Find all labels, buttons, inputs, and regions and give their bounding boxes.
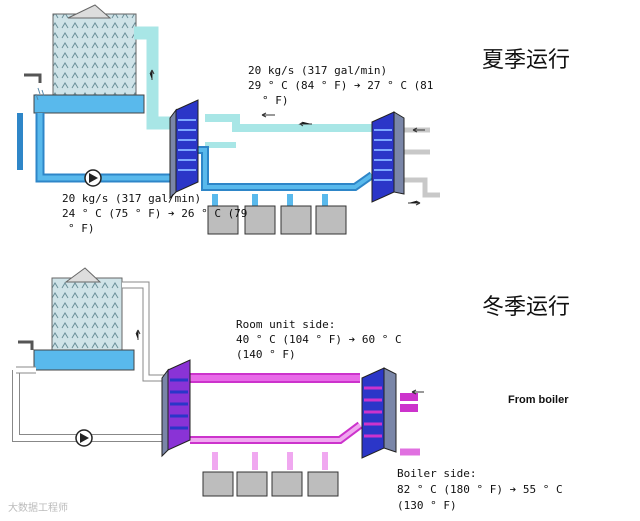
winter-section: 冬季运行 Room unit side: 40 ° C (104 ° F) ➔ …: [12, 267, 570, 512]
winter-room-side-line3: (140 ° F): [236, 348, 296, 361]
winter-boiler-side-line2: 82 ° C (180 ° F) ➔ 55 ° C: [397, 483, 563, 496]
summer-bottom-flow-line1: 20 kg/s (317 gal/min): [62, 192, 201, 205]
summer-section: 夏季运行 20 kg/s (317 gal/min) 29 ° C (84 ° …: [17, 4, 570, 235]
flow-arrow-icon: [412, 127, 425, 133]
winter-boiler-side-line3: (130 ° F): [397, 499, 457, 512]
summer-top-flow-line3: ° F): [262, 94, 289, 107]
heat-exchanger-winter-left: [161, 359, 191, 458]
watermark: 大数据工程师: [8, 501, 68, 514]
from-boiler-label: From boiler: [508, 394, 569, 406]
faucet-icon: [24, 73, 42, 83]
flow-arrow-icon: [408, 200, 421, 206]
faucet-icon: [18, 340, 34, 350]
hot-water-loop-winter: [190, 373, 420, 470]
heat-exchanger-winter-right: [361, 367, 397, 459]
summer-bottom-flow-line2: 24 ° C (75 ° F) ➔ 26 ° C (79: [62, 207, 247, 220]
winter-title: 冬季运行: [482, 295, 570, 320]
winter-room-side-line2: 40 ° C (104 ° F) ➔ 60 ° C: [236, 333, 402, 346]
summer-top-flow-line1: 20 kg/s (317 gal/min): [248, 64, 387, 77]
heat-exchanger-summer-left: [169, 99, 199, 200]
summer-title: 夏季运行: [482, 48, 570, 73]
cooling-tower-summer: [24, 4, 145, 114]
winter-boiler-side-line1: Boiler side:: [397, 467, 476, 480]
flow-arrow-icon: [149, 69, 155, 80]
flow-arrow-icon: [135, 329, 141, 340]
room-units-summer: [207, 205, 347, 235]
flow-arrow-icon: [298, 121, 312, 127]
condenser-loop-winter: [12, 281, 165, 442]
flow-arrow-icon: [411, 389, 424, 395]
summer-bottom-flow-line3: ° F): [68, 222, 95, 235]
room-units-winter: [202, 471, 339, 497]
flow-arrow-icon: [261, 112, 275, 118]
heat-exchanger-summer-right: [371, 111, 405, 203]
summer-top-flow-line2: 29 ° C (84 ° F) ➔ 27 ° C (81: [248, 79, 433, 92]
winter-room-side-line1: Room unit side:: [236, 318, 335, 331]
cooling-tower-winter: [18, 267, 135, 371]
